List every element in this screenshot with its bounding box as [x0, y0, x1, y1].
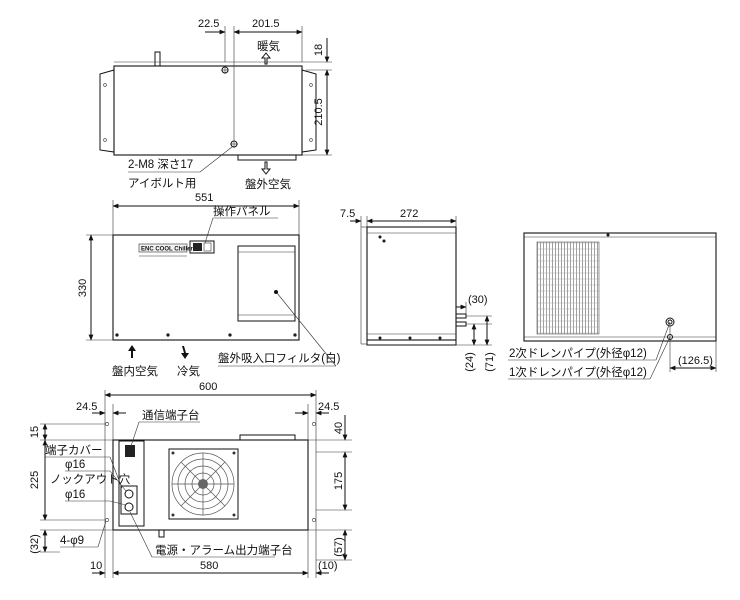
- dim-71: (71): [484, 352, 496, 372]
- label-outside-air: 盤外空気: [245, 177, 291, 191]
- dim-210-5: 210.5: [313, 98, 325, 126]
- label-drain2: 2次ドレンパイプ(外径φ12): [509, 346, 647, 360]
- label-eyebolt-spec: 2-M8 深さ17: [128, 157, 193, 171]
- label-phi16-a: φ16: [65, 459, 85, 471]
- dim-272: 272: [400, 208, 418, 220]
- dim-32: (32): [29, 534, 41, 554]
- dim-175: 175: [333, 472, 345, 490]
- cold-air-arrow-icon: [181, 346, 189, 359]
- dim-330: 330: [77, 279, 89, 297]
- label-inside-air: 盤内空気: [112, 364, 158, 378]
- label-power-terminal: 電源・アラーム出力端子台: [155, 543, 293, 557]
- label-drain1: 1次ドレンパイプ(外径φ12): [509, 365, 647, 379]
- dim-18: 18: [313, 44, 325, 56]
- rear-view: 2次ドレンパイプ(外径φ12) 1次ドレンパイプ(外径φ12) (126.5): [508, 232, 717, 380]
- dim-551: 551: [195, 192, 213, 204]
- label-control-panel: 操作パネル: [213, 204, 271, 218]
- dim-580: 580: [200, 560, 218, 572]
- label-knockout: ノックアウト穴: [50, 472, 131, 486]
- dim-24-5-left: 24.5: [76, 401, 97, 413]
- dim-30: (30): [468, 294, 488, 306]
- label-warm-air: 暖気: [257, 39, 280, 53]
- dim-57: (57): [333, 537, 345, 557]
- top-view: 22.5 201.5 18 210.5 暖気 盤外空気 2-M8 深さ17 アイ…: [99, 18, 332, 191]
- label-filter: 盤外吸入口フィルタ(白): [218, 351, 341, 365]
- dim-40: 40: [333, 422, 345, 434]
- dim-7-5: 7.5: [340, 208, 355, 220]
- inside-air-arrow-icon: [128, 345, 136, 358]
- dim-24-5-right: 24.5: [318, 401, 339, 413]
- label-holes: 4-φ9: [60, 535, 84, 547]
- dim-600: 600: [199, 381, 217, 393]
- warm-air-arrow-icon: [260, 52, 272, 65]
- label-cold-air: 冷気: [177, 364, 200, 378]
- label-terminal-cover: 端子カバー: [45, 444, 103, 457]
- dim-15: 15: [29, 426, 41, 438]
- dim-126-5: (126.5): [678, 355, 713, 367]
- outside-air-arrow-icon: [260, 161, 272, 175]
- dim-10-right: (10): [318, 560, 338, 572]
- brand-text: ENC COOL Chiller: [141, 247, 194, 253]
- label-comm-terminal: 通信端子台: [142, 408, 200, 422]
- label-phi16-b: φ16: [65, 489, 85, 501]
- front-view: 551 330 ENC COOL Chiller 操作パネル 盤内空気 冷気: [77, 192, 341, 378]
- side-view: 7.5 272 (30) (24) (71): [340, 208, 496, 372]
- dim-24: (24): [464, 352, 476, 372]
- label-eyebolt-use: アイボルト用: [128, 177, 196, 190]
- dim-22-5: 22.5: [198, 18, 219, 30]
- bottom-view: 600 24.5 24.5 15 225 (32): [29, 381, 352, 578]
- dim-10-left: 10: [90, 560, 102, 572]
- dim-225: 225: [29, 471, 41, 489]
- dim-201-5: 201.5: [252, 18, 280, 30]
